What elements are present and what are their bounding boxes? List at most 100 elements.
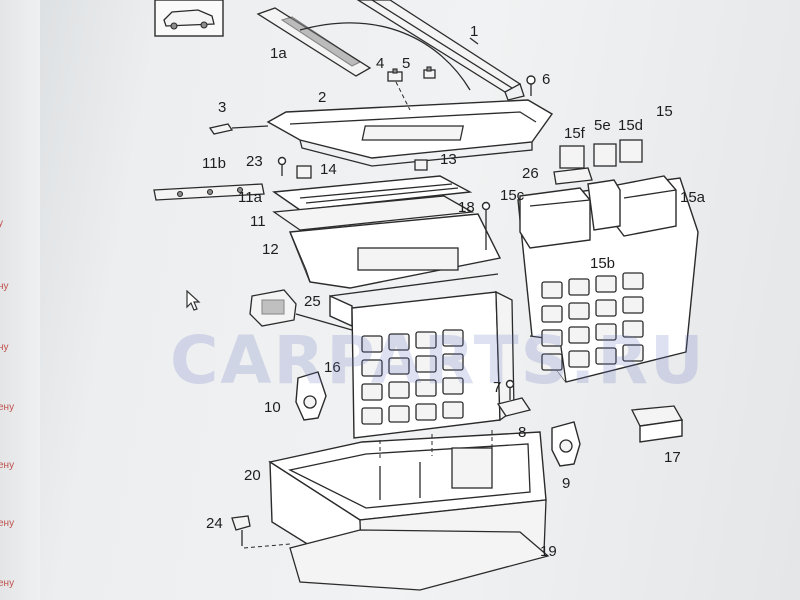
socket-cell — [595, 347, 617, 365]
part-18-screw — [481, 201, 491, 250]
callout-3: 3 — [218, 99, 226, 116]
callout-10: 10 — [264, 399, 281, 416]
part-25-connector — [249, 289, 297, 327]
part-15d-relay — [619, 139, 643, 163]
socket-cell — [415, 355, 437, 373]
part-6-screw — [526, 75, 536, 96]
socket-cell — [568, 278, 590, 296]
part-8-bracket — [496, 397, 532, 417]
callout-11: 11 — [250, 213, 266, 230]
socket-cell — [415, 379, 437, 397]
callout-15e: 5e — [594, 117, 611, 134]
socket-cell — [541, 305, 563, 323]
socket-cell — [388, 333, 410, 351]
part-15a-relay — [611, 175, 677, 237]
socket-cell — [541, 329, 563, 347]
callout-16: 16 — [324, 359, 341, 376]
callout-13: 13 — [440, 151, 457, 168]
part-4-fuse — [387, 68, 403, 82]
socket-cell — [442, 353, 464, 371]
strip-fragment[interactable]: ну — [0, 342, 9, 353]
part-1a-strip — [256, 7, 372, 77]
socket-cell — [415, 331, 437, 349]
callout-14: 14 — [320, 161, 337, 178]
socket-cell — [442, 377, 464, 395]
callout-11b: 11b — [202, 155, 226, 172]
socket-cell — [442, 329, 464, 347]
socket-cell — [622, 296, 644, 314]
socket-cell — [361, 335, 383, 353]
socket-cell — [568, 326, 590, 344]
part-16-socket-grid — [361, 329, 464, 425]
part-9-clip — [551, 421, 581, 467]
leader-line — [299, 22, 471, 91]
leader-line — [469, 37, 479, 45]
part-5-fuse — [423, 66, 436, 79]
strip-fragment[interactable]: у — [0, 218, 3, 229]
part-15c-relay — [519, 187, 591, 249]
callout-17: 17 — [664, 449, 681, 466]
strip-fragment[interactable]: ену — [0, 578, 15, 589]
strip-fragment[interactable]: ену — [0, 460, 15, 471]
socket-cell — [595, 323, 617, 341]
socket-cell — [622, 320, 644, 338]
callout-15: 15 — [656, 103, 673, 120]
part-7-screw — [505, 379, 515, 400]
leader-line — [395, 81, 411, 111]
part-15f-relay — [559, 145, 585, 169]
callout-6: 6 — [542, 71, 550, 88]
callout-4: 4 — [376, 55, 384, 72]
car-thumbnail-icon[interactable] — [154, 0, 224, 37]
callout-20: 20 — [244, 467, 261, 484]
part-2-top-cover — [266, 99, 554, 167]
callout-12: 12 — [262, 241, 279, 258]
part-26-adapter — [553, 167, 593, 185]
part-23-screw — [277, 156, 287, 176]
part-24-screw — [231, 515, 291, 549]
socket-cell — [388, 357, 410, 375]
callout-19: 19 — [540, 543, 557, 560]
callout-labels: 1 1a 2 3 4 5 6 7 8 9 10 11 11a 11b 12 13… — [202, 23, 706, 560]
socket-cell — [595, 275, 617, 293]
callout-23: 23 — [246, 153, 263, 170]
socket-cell — [541, 353, 563, 371]
socket-cell — [442, 401, 464, 419]
part-11b-bracket — [153, 183, 265, 201]
callout-2: 2 — [318, 89, 326, 106]
socket-cell — [595, 299, 617, 317]
socket-cell — [415, 403, 437, 421]
part-10-clip — [295, 371, 327, 421]
part-13-clip — [414, 159, 428, 171]
socket-cell — [388, 405, 410, 423]
callout-11a: 11a — [238, 189, 263, 206]
part-14-clip — [296, 165, 312, 179]
socket-cell — [622, 344, 644, 362]
socket-cell — [361, 407, 383, 425]
socket-cell — [568, 302, 590, 320]
mouse-pointer-icon — [186, 290, 201, 311]
socket-cell — [568, 350, 590, 368]
part-17-relay — [630, 405, 684, 443]
leader-line — [231, 125, 269, 129]
callout-18: 18 — [458, 199, 475, 216]
callout-15b: 15b — [590, 255, 615, 272]
strip-fragment[interactable]: ену — [0, 402, 15, 413]
callout-15f: 15f — [564, 125, 586, 142]
callout-24: 24 — [206, 515, 223, 532]
part-15e-relay — [593, 143, 617, 167]
leader-line — [295, 313, 353, 331]
callout-7: 7 — [493, 379, 501, 396]
callout-15c: 15c — [500, 187, 525, 204]
part-15b-socket-grid — [541, 272, 644, 371]
callout-26: 26 — [522, 165, 539, 182]
part-3-clip — [208, 123, 234, 135]
part-19-base — [289, 529, 550, 591]
callout-15d: 15d — [618, 117, 643, 134]
part-11a-plate — [272, 175, 473, 211]
part-1-cover — [356, 0, 525, 101]
strip-fragment[interactable]: ену — [0, 518, 15, 529]
callout-8: 8 — [518, 424, 526, 441]
strip-fragment[interactable]: ну — [0, 281, 9, 292]
